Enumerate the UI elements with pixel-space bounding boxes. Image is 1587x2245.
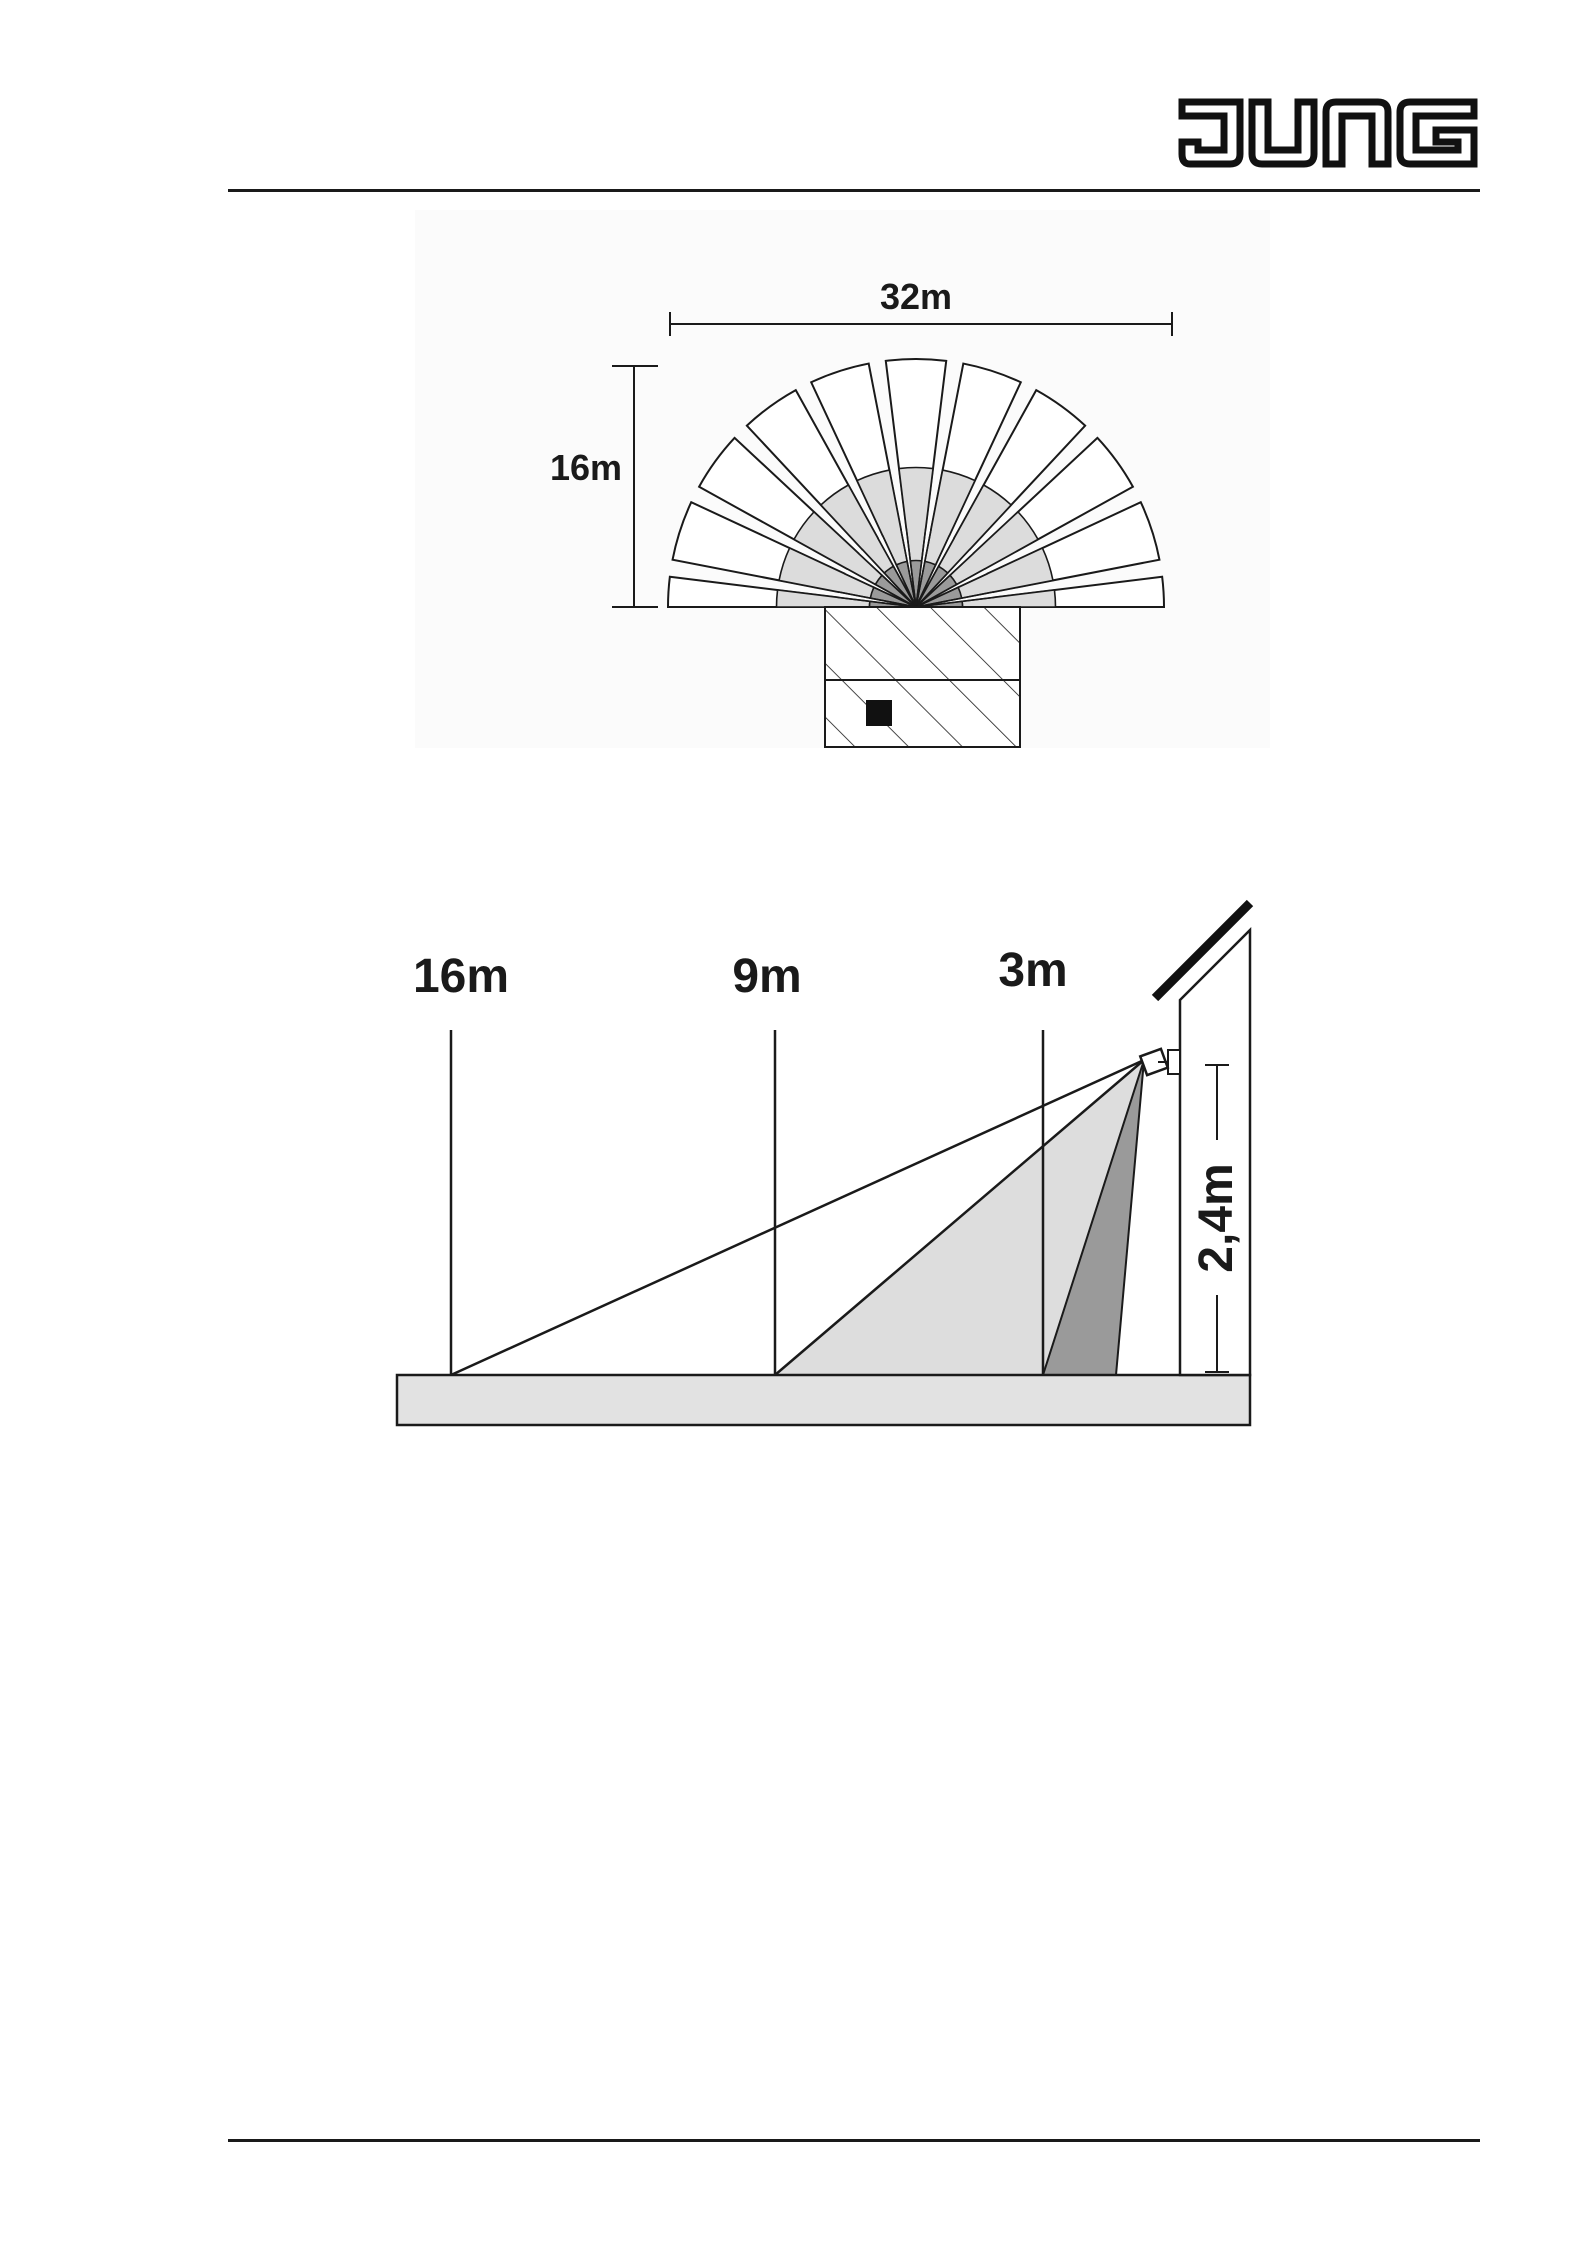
footer-rule (228, 2139, 1480, 2142)
distance-label-9m: 9m (732, 950, 801, 1003)
distance-label-16m: 16m (413, 950, 509, 1003)
mounting-wall (825, 607, 1020, 680)
house-wall (1180, 930, 1250, 1375)
building-section (825, 680, 1020, 747)
width-label: 32m (880, 276, 952, 317)
sensor-marker (866, 700, 892, 726)
motion-sensor-icon (1140, 1049, 1180, 1075)
top-view-diagram: 32m 16m (415, 210, 1270, 748)
side-view-diagram: 16m 9m 3m 2,4m (397, 903, 1250, 1425)
distance-label-3m: 3m (998, 944, 1067, 997)
depth-label: 16m (550, 447, 622, 488)
ground (397, 1375, 1250, 1425)
mount-height-label: 2,4m (1190, 1163, 1243, 1272)
